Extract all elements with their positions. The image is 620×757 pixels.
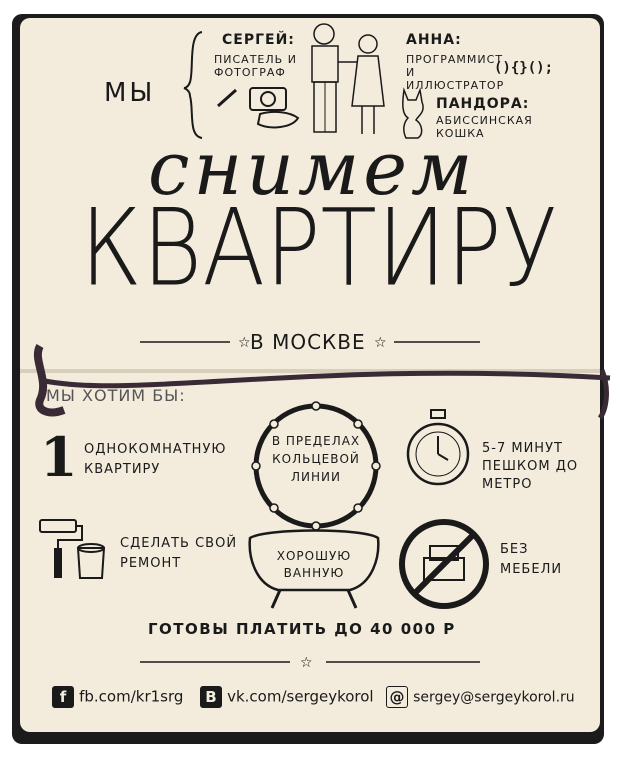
at-icon: @ xyxy=(386,686,408,708)
curly-brace xyxy=(183,31,203,139)
page-seam xyxy=(20,369,600,373)
pandora-role: АБИССИНСКАЯ КОШКА xyxy=(436,114,533,140)
ribbon-bookmark xyxy=(33,344,611,420)
sergey-role: ПИСАТЕЛЬ И ФОТОГРАФ xyxy=(214,53,297,79)
we-label: МЫ xyxy=(104,78,156,108)
ring-text: В ПРЕДЕЛАХ КОЛЬЦЕВОЙ ЛИНИИ xyxy=(271,434,361,484)
fb-contact[interactable]: f fb.com/kr1srg xyxy=(52,686,183,708)
vk-link[interactable]: vk.com/sergeykorol xyxy=(227,687,374,706)
camera-icon xyxy=(217,87,300,129)
location-divider: ☆ ☆ xyxy=(140,335,480,351)
svg-text:☆: ☆ xyxy=(238,335,251,351)
title-line2: КВАРТИРУ xyxy=(80,186,558,310)
fb-link[interactable]: fb.com/kr1srg xyxy=(79,687,184,706)
paint-roller-icon xyxy=(39,519,106,579)
apartment-text: ОДНОКОМНАТНУЮ КВАРТИРУ xyxy=(84,442,227,477)
wants-heading: МЫ ХОТИМ БЫ: xyxy=(46,386,186,405)
location-label: В МОСКВЕ xyxy=(250,330,366,354)
svg-text:☆: ☆ xyxy=(300,655,313,671)
renovation-text: СДЕЛАТЬ СВОЙ РЕМОНТ xyxy=(120,536,238,571)
bottom-page xyxy=(20,372,600,732)
sergey-name: СЕРГЕЙ: xyxy=(222,32,295,48)
vk-icon: B xyxy=(200,686,222,708)
couple-illustration xyxy=(311,23,385,134)
anna-role: ПРОГРАММИСТ И ИЛЛЮСТРАТОР xyxy=(406,53,505,92)
vk-contact[interactable]: B vk.com/sergeykorol xyxy=(200,686,374,708)
svg-text:☆: ☆ xyxy=(374,335,387,351)
top-page xyxy=(20,18,600,370)
pandora-name: ПАНДОРА: xyxy=(436,96,530,112)
metro-text: 5-7 МИНУТ ПЕШКОМ ДО МЕТРО xyxy=(482,441,579,492)
mail-contact[interactable]: @ sergey@sergeykorol.ru xyxy=(386,686,575,708)
furniture-text: БЕЗ МЕБЕЛИ xyxy=(500,542,563,577)
anna-name: АННА: xyxy=(406,32,462,48)
price-text: ГОТОВЫ ПЛАТИТЬ ДО 40 000 Р xyxy=(148,620,456,638)
bath-text: ХОРОШУЮ ВАННУЮ xyxy=(276,549,352,580)
mail-link[interactable]: sergey@sergeykorol.ru xyxy=(413,689,575,706)
cat-illustration xyxy=(402,87,424,139)
number-one: 1 xyxy=(40,425,78,489)
code-glyph: (){}(); xyxy=(494,60,554,76)
price-divider: ☆ xyxy=(140,655,480,671)
bathtub-icon xyxy=(248,529,380,609)
ring-icon xyxy=(251,401,381,531)
stopwatch-icon xyxy=(406,409,470,486)
no-furniture-icon xyxy=(399,519,489,609)
facebook-icon: f xyxy=(52,686,74,708)
title-line1: снимем xyxy=(148,126,477,212)
